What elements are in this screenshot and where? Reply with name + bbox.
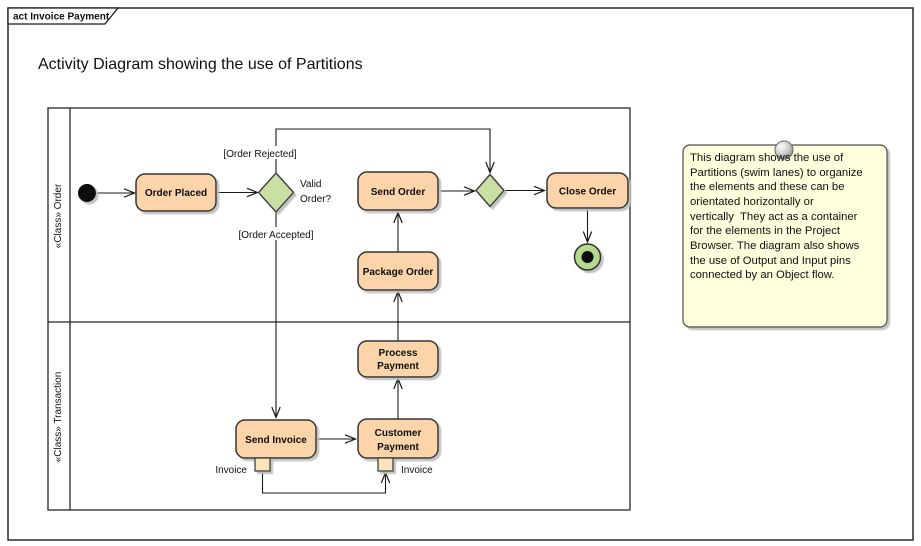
svg-text:Browser. The diagram also show: Browser. The diagram also shows (690, 240, 860, 252)
svg-text:Send Order: Send Order (371, 187, 426, 198)
activity-package-order[interactable]: Package Order (357, 251, 439, 291)
svg-text:Send Invoice: Send Invoice (245, 435, 307, 446)
svg-text:the use of Output and Input pi: the use of Output and Input pins (690, 255, 851, 267)
frame-tab: act Invoice Payment (7, 7, 120, 25)
diagram-frame (7, 7, 914, 541)
activity-order-placed[interactable]: Order Placed (135, 173, 217, 212)
activity-close-order[interactable]: Close Order (546, 172, 629, 209)
initial-node[interactable] (78, 184, 96, 202)
edge-order-rejected-loop[interactable] (275, 128, 490, 173)
activity-process-payment[interactable]: Process Payment (357, 340, 439, 378)
frame-tab-label: act Invoice Payment (13, 12, 110, 23)
svg-text:Customer: Customer (375, 428, 422, 439)
activity-customer-payment[interactable]: Customer Payment (357, 418, 439, 459)
svg-text:Package Order: Package Order (363, 267, 434, 278)
guard-order-accepted: [Order Accepted] (232, 227, 320, 241)
swimlane-order-label[interactable]: «Class» Order (53, 183, 64, 248)
swimlane-transaction-label[interactable]: «Class» Transaction (53, 372, 64, 463)
svg-text:Process: Process (379, 348, 418, 359)
svg-text:This diagram shows the use of: This diagram shows the use of (690, 152, 844, 164)
decision-valid-order[interactable] (257, 171, 295, 214)
output-pin-label: Invoice (215, 465, 247, 476)
merge-node[interactable] (475, 173, 505, 208)
diagram-title: Activity Diagram showing the use of Part… (38, 56, 363, 73)
svg-text:[Order Accepted]: [Order Accepted] (238, 230, 313, 241)
note-text: This diagram shows the use of Partitions… (690, 152, 863, 281)
svg-text:the elements and these can be: the elements and these can be (690, 181, 845, 193)
svg-text:[Order Rejected]: [Order Rejected] (223, 149, 297, 160)
activity-send-invoice[interactable]: Send Invoice (235, 419, 317, 459)
input-pin-label: Invoice (401, 465, 433, 476)
svg-text:Partitions (swim lanes) to org: Partitions (swim lanes) to organize (690, 167, 863, 179)
svg-text:Payment: Payment (377, 442, 419, 453)
partition-frame[interactable]: «Class» Order «Class» Transaction (47, 107, 631, 511)
edge-object-flow-invoice[interactable] (261, 471, 386, 494)
svg-text:connected by an Object flow.: connected by an Object flow. (690, 269, 834, 281)
svg-text:vertically They act as a cont: vertically They act as a container (690, 211, 858, 223)
decision-question-line1: Valid (300, 179, 322, 190)
output-pin-invoice[interactable] (254, 457, 271, 472)
final-node[interactable] (573, 243, 602, 271)
note-pin-icon (774, 140, 794, 160)
svg-text:Order Placed: Order Placed (145, 188, 207, 199)
guard-order-rejected: [Order Rejected] (216, 146, 304, 160)
svg-text:for the elements in the Projec: for the elements in the Project (690, 225, 841, 237)
svg-text:Payment: Payment (377, 361, 419, 372)
activity-send-order[interactable]: Send Order (357, 171, 439, 211)
note[interactable]: This diagram shows the use of Partitions… (682, 140, 888, 328)
decision-question-line2: Order? (300, 194, 332, 205)
svg-text:orientated horizontally or: orientated horizontally or (690, 196, 814, 208)
input-pin-invoice[interactable] (377, 457, 394, 472)
svg-text:Close Order: Close Order (559, 187, 616, 198)
